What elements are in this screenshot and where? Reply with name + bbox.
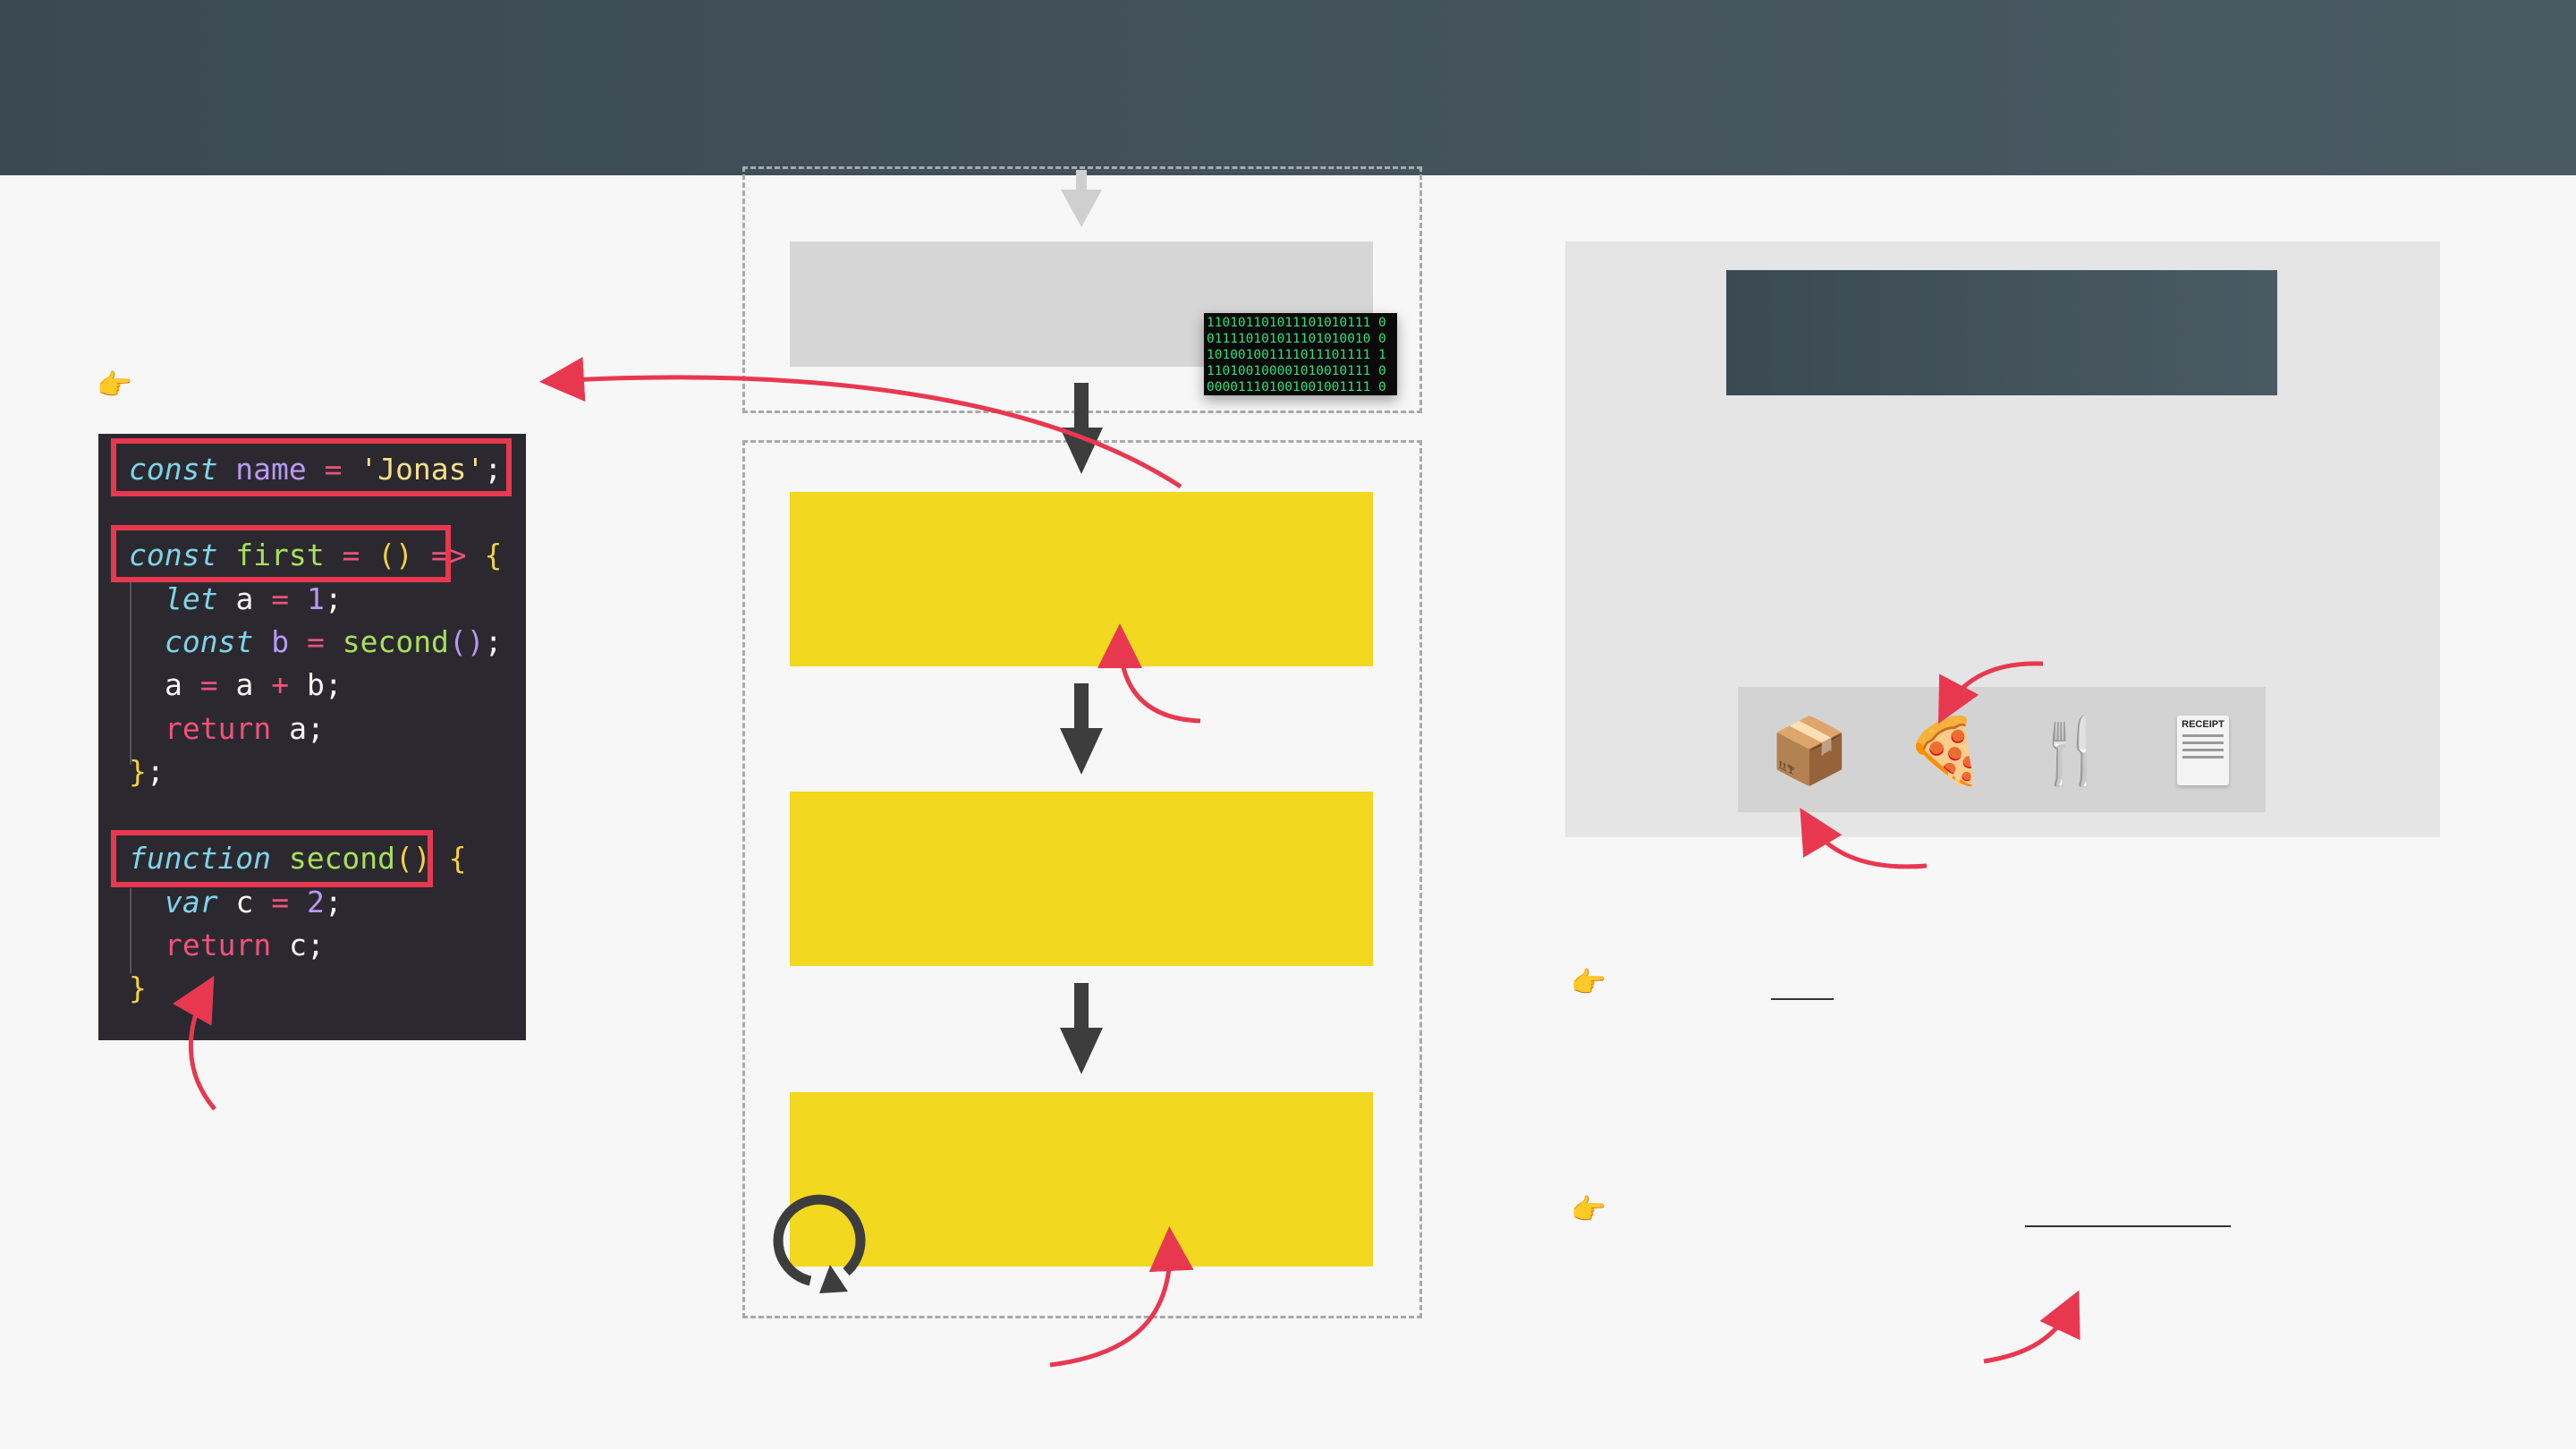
code-panel	[98, 434, 526, 1040]
dark-title-bar	[1726, 270, 2277, 395]
pizza-icon: 🍕	[1905, 716, 1986, 787]
step-block-2	[790, 792, 1373, 966]
code-line-1: const name = 'Jonas';	[129, 452, 503, 487]
pointing-hand-icon: 👉	[97, 369, 132, 401]
pointing-hand-icon: 👉	[1571, 1193, 1606, 1225]
indent-guide	[130, 581, 131, 765]
red-arrow-to-left-text	[539, 357, 1182, 489]
red-arrow-to-step3	[1049, 1226, 1194, 1368]
highlight-second-declaration	[111, 830, 433, 887]
step-block-3	[790, 1092, 1373, 1267]
red-arrow-to-package	[1800, 808, 1928, 869]
red-arrow-to-pizza	[1938, 661, 2044, 724]
header-bar	[0, 0, 2576, 175]
code-line-6: return a;	[165, 711, 325, 746]
cutlery-icon: 🍴	[2031, 716, 2112, 787]
code-line-2: const first = () => {	[129, 538, 503, 572]
gray-down-arrow	[1061, 170, 1102, 227]
dark-down-arrow	[1060, 383, 1103, 474]
highlight-first-declaration	[111, 525, 451, 582]
receipt-icon: RECEIPT	[2177, 716, 2229, 785]
underline	[2025, 1225, 2231, 1227]
code-line-8: function second() {	[129, 841, 467, 876]
code-line-10: return c;	[165, 928, 325, 962]
pointing-hand-icon: 👉	[1571, 966, 1606, 998]
code-line-4: const b = second();	[165, 624, 503, 659]
underline	[1771, 998, 1834, 1000]
code-line-5: a = a + b;	[165, 667, 343, 702]
red-arrow-to-step1	[1097, 623, 1201, 724]
red-arrow-bottom-right	[1983, 1290, 2080, 1364]
indent-guide	[130, 888, 131, 973]
code-line-9: var c = 2;	[165, 885, 343, 919]
step-block-1	[790, 492, 1373, 666]
code-line-7: };	[129, 754, 165, 789]
code-line-11: }	[129, 970, 147, 1005]
loop-icon	[773, 1194, 866, 1293]
red-arrow-to-code	[173, 975, 216, 1111]
dark-down-arrow	[1060, 983, 1103, 1074]
code-line-3: let a = 1;	[165, 581, 343, 616]
dark-down-arrow	[1060, 683, 1103, 775]
highlight-name-declaration	[111, 438, 512, 496]
package-icon: 📦	[1769, 716, 1850, 787]
